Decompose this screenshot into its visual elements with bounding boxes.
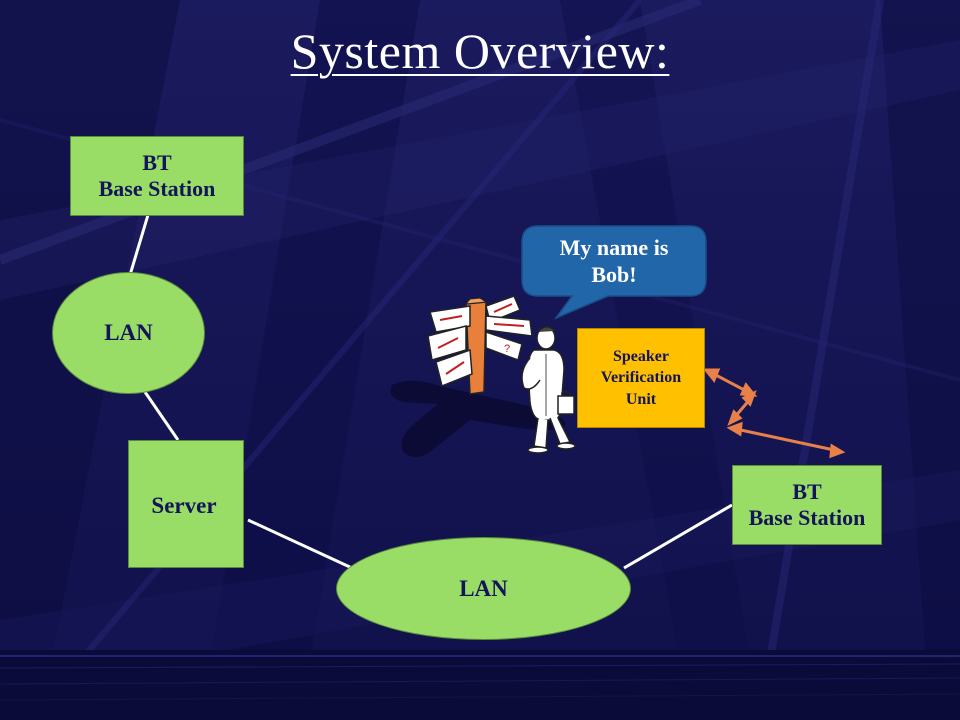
bt-base-station-top-line2: Base Station <box>98 176 216 201</box>
server-label: Server <box>151 493 217 519</box>
signpost-question-mark: ? <box>504 343 510 355</box>
speech-bubble-text: My name is Bob! <box>522 226 706 296</box>
server-node: Server <box>128 440 244 568</box>
link-lan-bottom-to-bt-right <box>623 503 733 570</box>
network-links <box>128 214 733 570</box>
lan-top-label: LAN <box>104 320 153 345</box>
businessman-icon <box>521 326 576 454</box>
signpost-icon <box>390 295 566 457</box>
bt-base-station-top: BT Base Station <box>70 136 244 216</box>
lan-bottom-label: LAN <box>459 575 508 601</box>
speech-bubble-icon <box>521 225 707 320</box>
link-lan-top-to-server <box>143 391 180 441</box>
link-bt-top-to-lan-top <box>128 214 150 276</box>
slide-title: System Overview: <box>290 23 670 79</box>
speaker-verification-unit: Speaker Verification Unit <box>577 328 705 428</box>
bt-base-station-right-line1: BT <box>792 478 822 504</box>
speech-bubble-line1: My name is <box>559 234 669 260</box>
link-server-to-lan-bottom <box>247 518 353 570</box>
bottom-band <box>0 650 960 720</box>
bt-base-station-right-line2: Base Station <box>748 505 866 530</box>
svu-line2: Verification <box>600 369 682 387</box>
svu-line1: Speaker <box>613 347 669 365</box>
lan-bottom-node: LAN <box>336 537 631 640</box>
svu-line3: Unit <box>625 390 657 408</box>
bt-base-station-right: BT Base Station <box>732 465 882 545</box>
wireless-link-arrow-icon <box>702 368 846 459</box>
bt-base-station-top-line1: BT <box>142 149 172 175</box>
speech-bubble-line2: Bob! <box>591 262 637 287</box>
lan-top-node: LAN <box>52 272 205 394</box>
